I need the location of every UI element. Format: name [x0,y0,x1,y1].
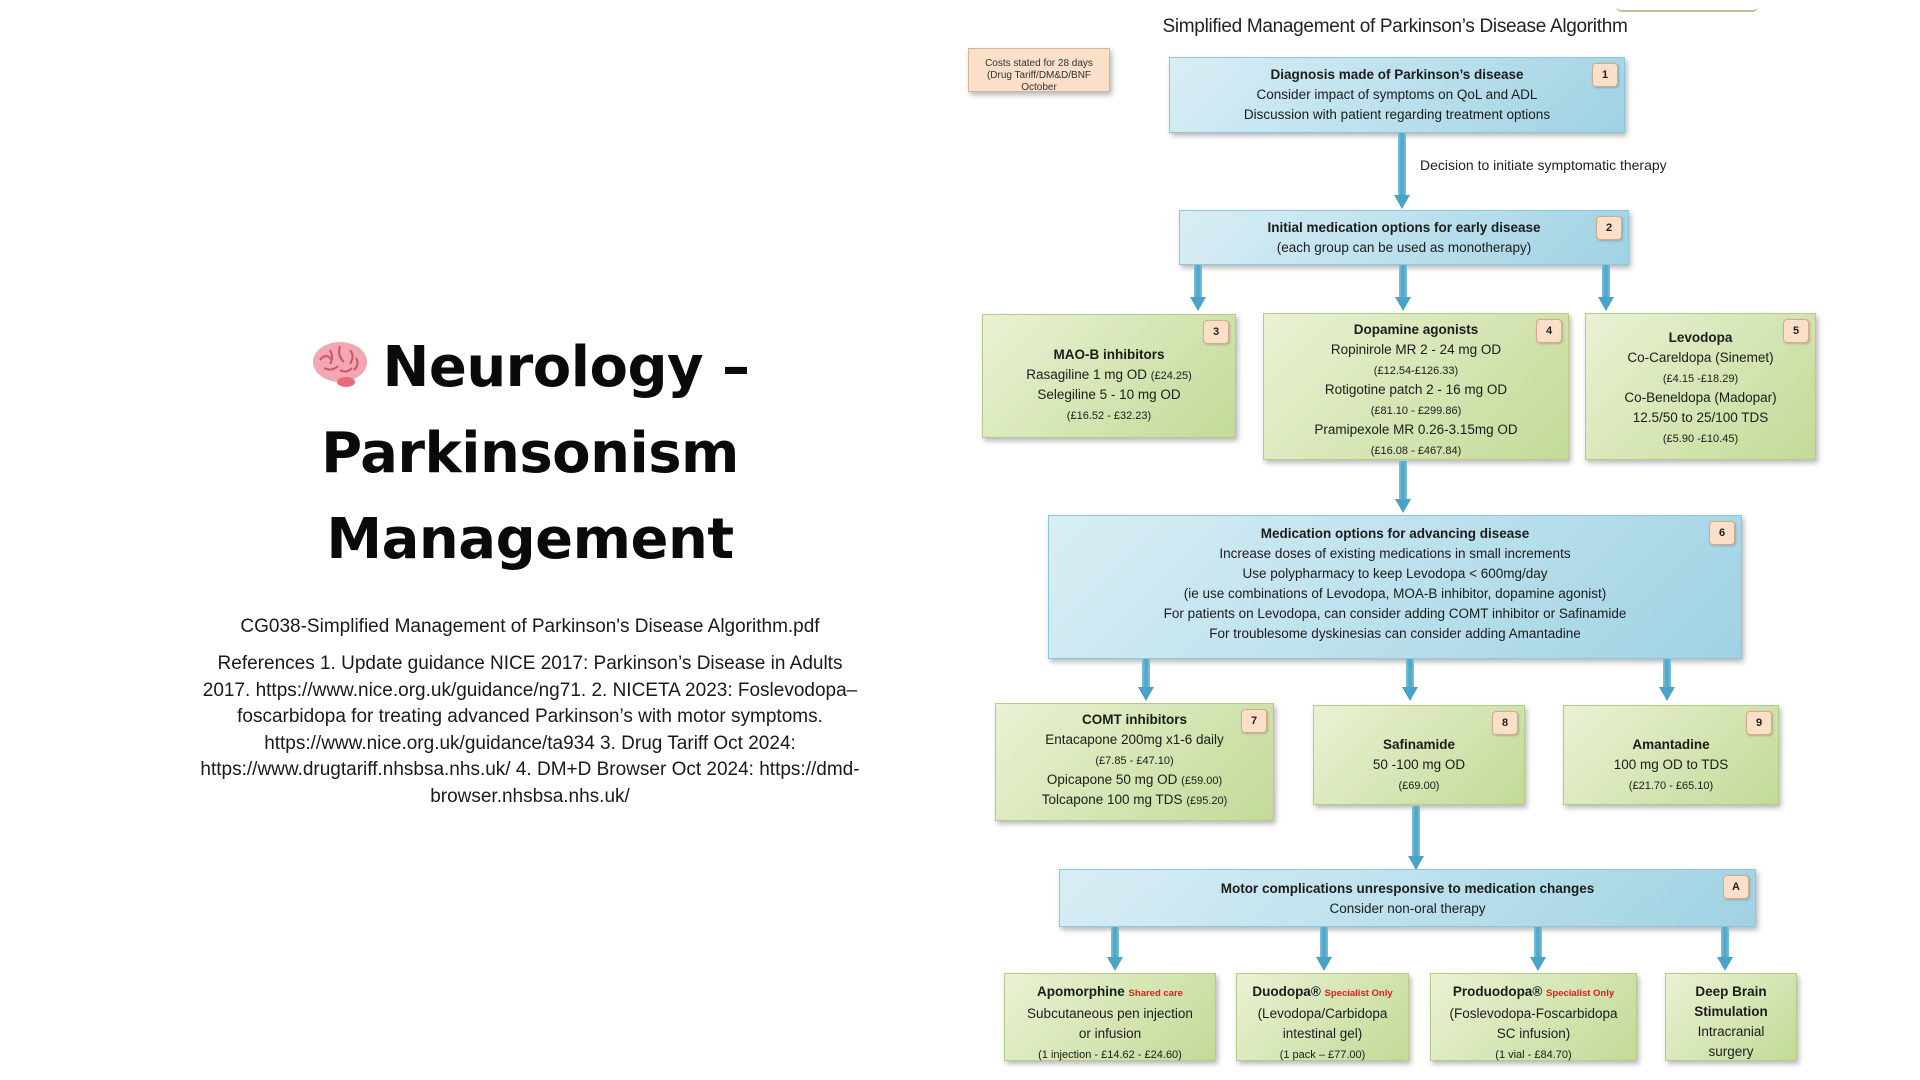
arrow-down-icon [1395,461,1411,513]
step-4-dopamine-agonists: 4 Dopamine agonists Ropinirole MR 2 - 24… [1263,313,1569,460]
arrow-down-icon [1190,265,1206,311]
step-number-badge: 3 [1203,320,1229,344]
step-number-badge: 9 [1746,711,1772,735]
arrow-down-icon [1316,927,1332,971]
step-number-badge: 7 [1241,709,1267,733]
step-number-badge: 5 [1783,319,1809,343]
step-5-levodopa: 5 Levodopa Co-Careldopa (Sinemet) (£4.15… [1585,313,1816,460]
step-7-comt-inhibitors: 7 COMT inhibitors Entacapone 200mg x1-6 … [995,703,1274,821]
step-number-badge: 8 [1492,711,1518,735]
brain-icon [313,342,368,387]
arrow-down-icon [1659,659,1675,701]
step-number-badge: 4 [1536,319,1562,343]
specialist-only-tag: Specialist Only [1546,988,1615,999]
arrow-down-icon [1394,133,1410,209]
step-1-diagnosis: 1 Diagnosis made of Parkinson’s disease … [1169,57,1625,133]
step-2-initial-medication: 2 Initial medication options for early d… [1179,210,1629,265]
step-number-badge: 6 [1709,521,1735,545]
specialist-only-tag: Specialist Only [1324,988,1393,999]
cost-note: Costs stated for 28 days (Drug Tariff/DM… [968,48,1110,93]
step-number-badge: A [1723,875,1749,899]
therapy-apomorphine: Apomorphine Shared care Subcutaneous pen… [1004,973,1216,1061]
arrow-down-icon [1717,927,1733,971]
step-number-badge: 2 [1596,216,1622,240]
slide-title-line-3: Management [326,507,734,572]
shared-care-tag: Shared care [1128,988,1183,999]
references-text: References 1. Update guidance NICE 2017:… [200,653,860,807]
step-6-advancing-disease: 6 Medication options for advancing disea… [1048,515,1742,659]
arrow-down-icon [1530,927,1546,971]
source-filename: CG038-Simplified Management of Parkinson… [240,616,820,637]
step-9-amantadine: 9 Amantadine 100 mg OD to TDS (£21.70 - … [1563,705,1779,805]
diagram-title: Simplified Management of Parkinson’s Dis… [1162,16,1628,37]
step-8-safinamide: 8 Safinamide 50 -100 mg OD (£69.00) [1313,705,1525,805]
arrow-down-icon [1598,265,1614,311]
clipped-box-fragment [1616,0,1758,12]
parkinsons-algorithm-diagram: Simplified Management of Parkinson’s Dis… [960,0,1920,1080]
step-3-mao-b-inhibitors: 3 MAO-B inhibitors Rasagiline 1 mg OD (£… [982,314,1236,438]
slide-title: Neurology – Parkinsonism Management [190,325,870,583]
arrow-down-icon [1395,265,1411,311]
arrow-down-icon [1107,927,1123,971]
slide-title-line-1: Neurology – [382,335,750,400]
slide-title-line-2: Parkinsonism [321,421,739,486]
therapy-produodopa: Produodopa® Specialist Only (Foslevodopa… [1430,973,1637,1061]
arrow-down-icon [1138,659,1154,701]
therapy-deep-brain-stimulation: Deep Brain Stimulation Intracranial surg… [1665,973,1797,1061]
therapy-duodopa: Duodopa® Specialist Only (Levodopa/Carbi… [1236,973,1409,1061]
step-number-badge: 1 [1592,63,1618,87]
slide-title-block: Neurology – Parkinsonism Management [190,325,870,583]
step-a-motor-complications: A Motor complications unresponsive to me… [1059,869,1756,927]
arrow-down-icon [1402,659,1418,701]
decision-label: Decision to initiate symptomatic therapy [1420,157,1667,173]
arrow-down-icon [1408,806,1424,870]
